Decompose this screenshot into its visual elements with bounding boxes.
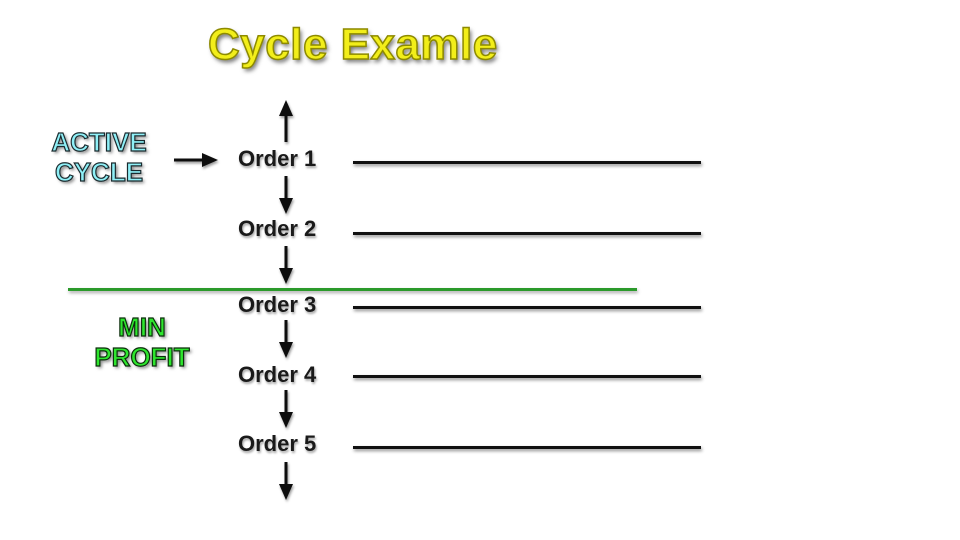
order-label-4: Order 4	[238, 362, 317, 387]
arrow-down-icon-4	[279, 390, 293, 428]
slide-title: Cycle Examle	[207, 19, 498, 70]
active-cycle-line-2: CYCLE	[54, 156, 144, 187]
arrow-down-icon-2	[279, 246, 293, 284]
order-line-2	[353, 232, 701, 235]
min-profit-line-1: MIN	[118, 311, 167, 342]
arrow-down-icon-3	[279, 320, 293, 358]
order-line-5	[353, 446, 701, 449]
order-label-5: Order 5	[238, 431, 317, 456]
arrow-down-icon-1	[279, 176, 293, 214]
order-label-3: Order 3	[238, 292, 317, 317]
arrow-up-icon	[279, 100, 293, 142]
min-profit-line	[68, 288, 637, 291]
order-label-2: Order 2	[238, 216, 317, 241]
arrow-down-icon-5	[279, 462, 293, 500]
min-profit-line-2: PROFIT	[94, 341, 191, 372]
arrow-right-icon	[174, 153, 218, 167]
order-line-3	[353, 306, 701, 309]
order-label-1: Order 1	[238, 146, 317, 171]
active-cycle-callout: ACTIVE CYCLE	[44, 126, 154, 187]
min-profit-callout: MIN PROFIT	[84, 311, 200, 372]
order-line-1	[353, 161, 701, 164]
order-line-4	[353, 375, 701, 378]
active-cycle-line-1: ACTIVE	[51, 126, 148, 157]
